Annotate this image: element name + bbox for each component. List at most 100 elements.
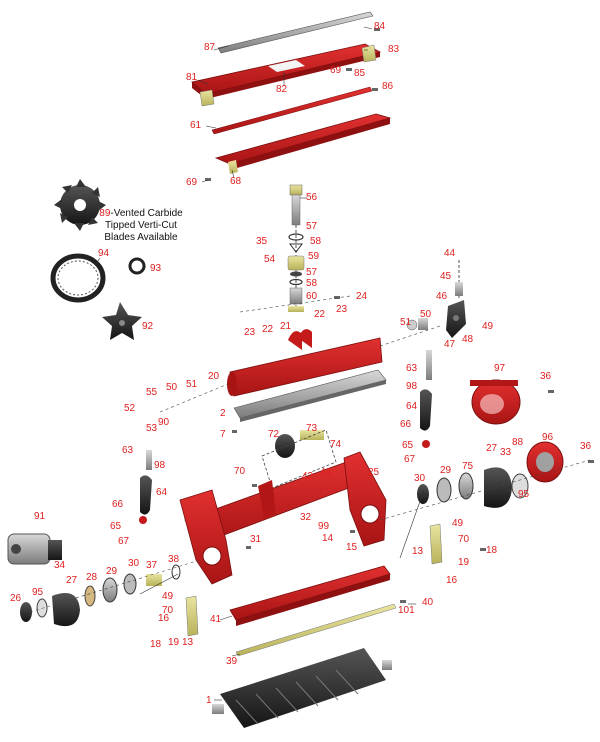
- reel-1: [212, 648, 392, 728]
- callout-94: 94: [98, 248, 110, 259]
- callout-27: 27: [486, 443, 498, 454]
- callout-65-left: 65: [110, 521, 122, 532]
- callout-42: 42: [302, 471, 314, 482]
- callout-63: 63: [406, 363, 418, 374]
- callout-63-left: 63: [122, 445, 134, 456]
- callout-18-lower: 18: [150, 639, 162, 650]
- engine-cover-97: [470, 379, 521, 425]
- main-frame-25: [179, 451, 387, 585]
- callout-90: 90: [158, 417, 170, 428]
- assembly-axes: [29, 295, 591, 613]
- callout-14: 14: [322, 533, 334, 544]
- callout-49-lower: 49: [162, 591, 174, 602]
- bar-87: [217, 11, 374, 54]
- callout-24: 24: [356, 291, 368, 302]
- callout-20: 20: [208, 371, 220, 382]
- callout-16: 16: [446, 575, 458, 586]
- callout-69-lower: 69: [186, 177, 198, 188]
- note-part-number: 89: [99, 208, 111, 219]
- callout-13-lower: 13: [182, 637, 194, 648]
- callout-21: 21: [280, 321, 292, 332]
- callout-87: 87: [204, 42, 216, 53]
- callout-91: 91: [34, 511, 46, 522]
- blade-availability-note: 89-Vented Carbide Tipped Verti-Cut Blade…: [86, 208, 196, 244]
- callout-73: 73: [306, 423, 318, 434]
- callout-22-right: 22: [314, 309, 326, 320]
- fastener-screws: [205, 28, 594, 603]
- callout-7: 7: [220, 429, 226, 440]
- callout-52: 52: [124, 403, 136, 414]
- callout-15: 15: [346, 542, 358, 553]
- callout-66-left: 66: [112, 499, 124, 510]
- cross-shaft-20: [227, 329, 383, 397]
- callout-13: 13: [412, 546, 424, 557]
- callout-70: 70: [234, 466, 246, 477]
- height-adjuster-stack: [287, 184, 305, 312]
- callout-86: 86: [382, 81, 394, 92]
- callout-70-right: 70: [458, 534, 470, 545]
- callout-99: 99: [318, 521, 330, 532]
- callout-65: 65: [402, 440, 414, 451]
- callout-38: 38: [168, 554, 180, 565]
- callout-57: 57: [306, 221, 318, 232]
- callout-27-left: 27: [66, 575, 78, 586]
- callout-28: 28: [86, 572, 98, 583]
- callout-16-lower: 16: [158, 613, 170, 624]
- callout-34: 34: [54, 560, 66, 571]
- note-line-2: Tipped Verti-Cut: [105, 220, 177, 231]
- callout-61: 61: [190, 120, 202, 131]
- callout-47: 47: [444, 339, 456, 350]
- callout-22: 22: [262, 324, 274, 335]
- callout-93: 93: [150, 263, 162, 274]
- belt-94: [50, 253, 106, 303]
- lever-left: [139, 450, 152, 524]
- callout-101: 101: [398, 605, 415, 616]
- callout-57-lower: 57: [306, 267, 318, 278]
- callout-68: 68: [230, 176, 242, 187]
- cover-plate: [191, 43, 382, 107]
- callout-2: 2: [220, 408, 226, 419]
- callout-95-left: 95: [32, 587, 44, 598]
- callout-64: 64: [406, 401, 418, 412]
- callout-49-right: 49: [452, 518, 464, 529]
- callout-29-left: 29: [106, 566, 118, 577]
- callout-18: 18: [486, 545, 498, 556]
- bracket-13-left: [185, 595, 199, 637]
- callout-51-left: 51: [186, 379, 198, 390]
- callout-45: 45: [440, 271, 452, 282]
- ring-93: [128, 257, 146, 275]
- right-drive-stack: [417, 441, 564, 508]
- callout-36-right: 36: [580, 441, 592, 452]
- callout-64-left: 64: [156, 487, 168, 498]
- rail-41: [229, 565, 391, 626]
- callout-30-left: 30: [128, 558, 140, 569]
- verti-cut-blade: [54, 179, 106, 231]
- note-line-1: 89-Vented Carbide: [86, 208, 196, 220]
- callout-51: 51: [400, 317, 412, 328]
- callout-44: 44: [444, 248, 456, 259]
- callout-49: 49: [482, 321, 494, 332]
- callout-96: 96: [542, 432, 554, 443]
- callout-48: 48: [462, 334, 474, 345]
- callout-70-lower: 70: [162, 605, 174, 616]
- bedknife-2: [233, 369, 387, 422]
- lever-right: [420, 350, 432, 448]
- callout-35: 35: [256, 236, 268, 247]
- callout-66: 66: [400, 419, 412, 430]
- leader-lines: [95, 26, 425, 701]
- note-line-1-text: -Vented Carbide: [110, 208, 183, 219]
- note-line-3: Blades Available: [104, 232, 178, 243]
- callout-50: 50: [420, 309, 432, 320]
- lower-plate-68: [214, 113, 392, 174]
- callout-81: 81: [186, 72, 198, 83]
- callout-33: 33: [500, 447, 512, 458]
- callout-31: 31: [250, 534, 262, 545]
- callout-56: 56: [306, 192, 318, 203]
- callout-36: 36: [540, 371, 552, 382]
- callout-75: 75: [462, 461, 474, 472]
- callout-23: 23: [244, 327, 256, 338]
- callout-19: 19: [458, 557, 470, 568]
- callout-55: 55: [146, 387, 158, 398]
